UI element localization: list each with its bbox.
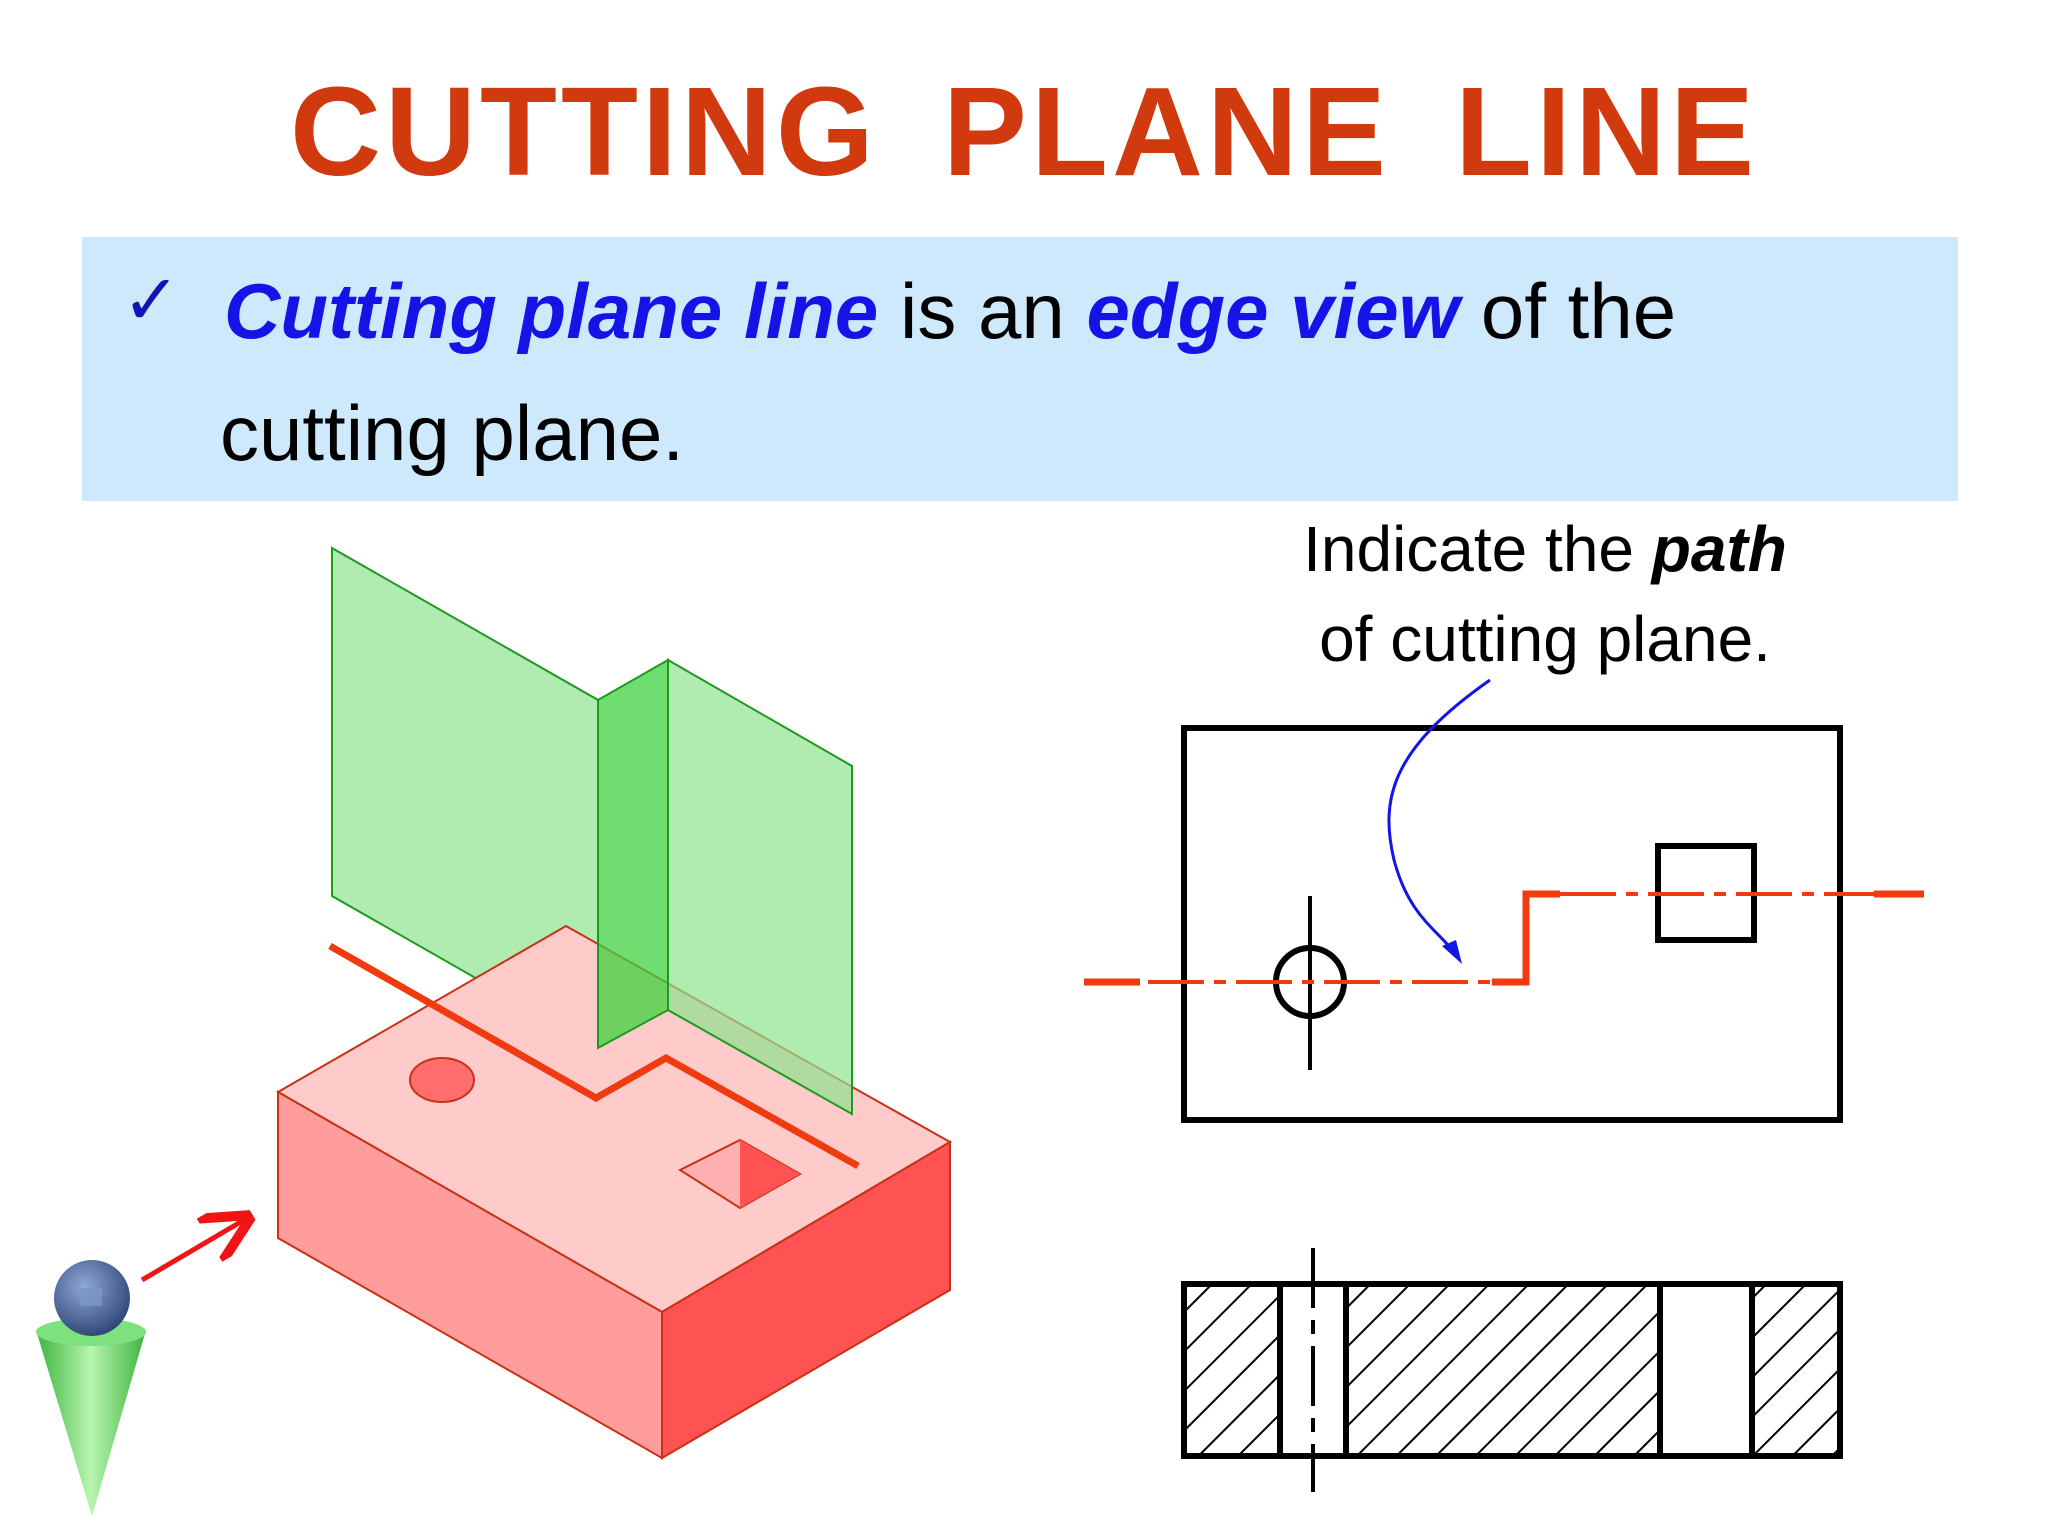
definition-line-2: cutting plane. bbox=[220, 389, 685, 477]
callout-arrow bbox=[1387, 678, 1491, 959]
line-of-sight-arrow bbox=[140, 1220, 244, 1283]
callout-prefix: Indicate the bbox=[1303, 513, 1652, 585]
callout-line-1: Indicate the path bbox=[1240, 504, 1850, 594]
term-cutting-plane-line: Cutting plane line bbox=[224, 267, 879, 355]
top-view-outline bbox=[1181, 725, 1843, 1123]
round-hole bbox=[409, 1057, 475, 1103]
viewer-head-mark bbox=[80, 1288, 102, 1306]
callout-line-2: of cutting plane. bbox=[1319, 603, 1771, 675]
cutting-plane-offset-band bbox=[597, 658, 669, 1050]
isometric-model bbox=[275, 546, 953, 1460]
block-side-face bbox=[661, 1140, 951, 1460]
cutting-plane-line-offset bbox=[1492, 890, 1560, 986]
top-view bbox=[1084, 678, 1924, 1123]
section-view bbox=[1181, 1248, 1843, 1492]
cutting-path-line bbox=[328, 942, 860, 1170]
callout-emphasis: path bbox=[1651, 513, 1787, 585]
slide-title: CUTTING PLANE LINE bbox=[290, 61, 1758, 202]
definition-tail: of the bbox=[1459, 267, 1677, 355]
viewer-figure bbox=[36, 1220, 244, 1516]
definition-line-1: Cutting plane line is an edge view of th… bbox=[224, 261, 1676, 361]
section-outline bbox=[1181, 1281, 1843, 1459]
definition-connector: is an bbox=[878, 267, 1087, 355]
section-hatch-left bbox=[1186, 1286, 1280, 1454]
callout-arrowhead bbox=[1442, 940, 1462, 964]
cutting-plane-right-panel bbox=[667, 658, 853, 1116]
check-mark-icon: ✓ bbox=[122, 259, 181, 341]
square-hole-shade bbox=[740, 1140, 800, 1208]
viewer-body-cone bbox=[36, 1330, 146, 1516]
term-edge-view: edge view bbox=[1086, 267, 1460, 355]
section-hatch-middle bbox=[1346, 1286, 1660, 1454]
section-hatch-right bbox=[1752, 1286, 1840, 1454]
definition-banner: ✓ Cutting plane line is an edge view of … bbox=[82, 237, 1958, 501]
path-callout: Indicate the path of cutting plane. bbox=[1240, 504, 1850, 684]
